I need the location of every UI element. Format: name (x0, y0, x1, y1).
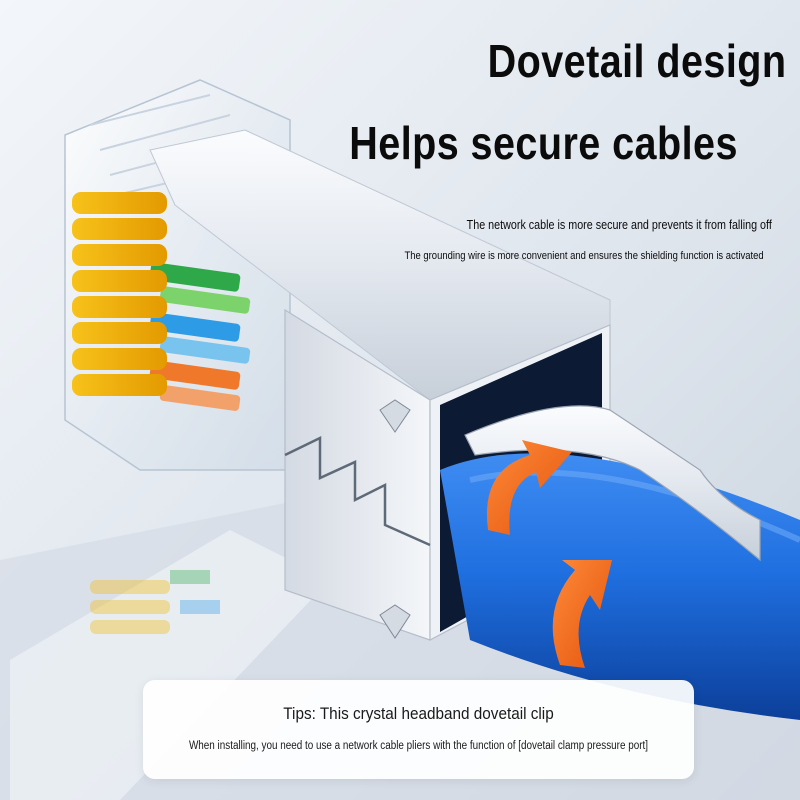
arrow-icon (552, 560, 612, 668)
tip-body: When installing, you need to use a netwo… (188, 740, 649, 752)
tip-title: Tips: This crystal headband dovetail cli… (283, 704, 554, 723)
gold-contacts (72, 192, 167, 396)
feature-line-2: The grounding wire is more convenient an… (404, 250, 764, 262)
arrow-icon (486, 440, 572, 535)
feature-line-1: The network cable is more secure and pre… (466, 218, 772, 232)
headline-line-1: Dovetail design (487, 35, 786, 87)
headline-line-2: Helps secure cables (349, 117, 738, 169)
tip-panel: Tips: This crystal headband dovetail cli… (143, 680, 694, 779)
dovetail-seam (284, 436, 431, 547)
